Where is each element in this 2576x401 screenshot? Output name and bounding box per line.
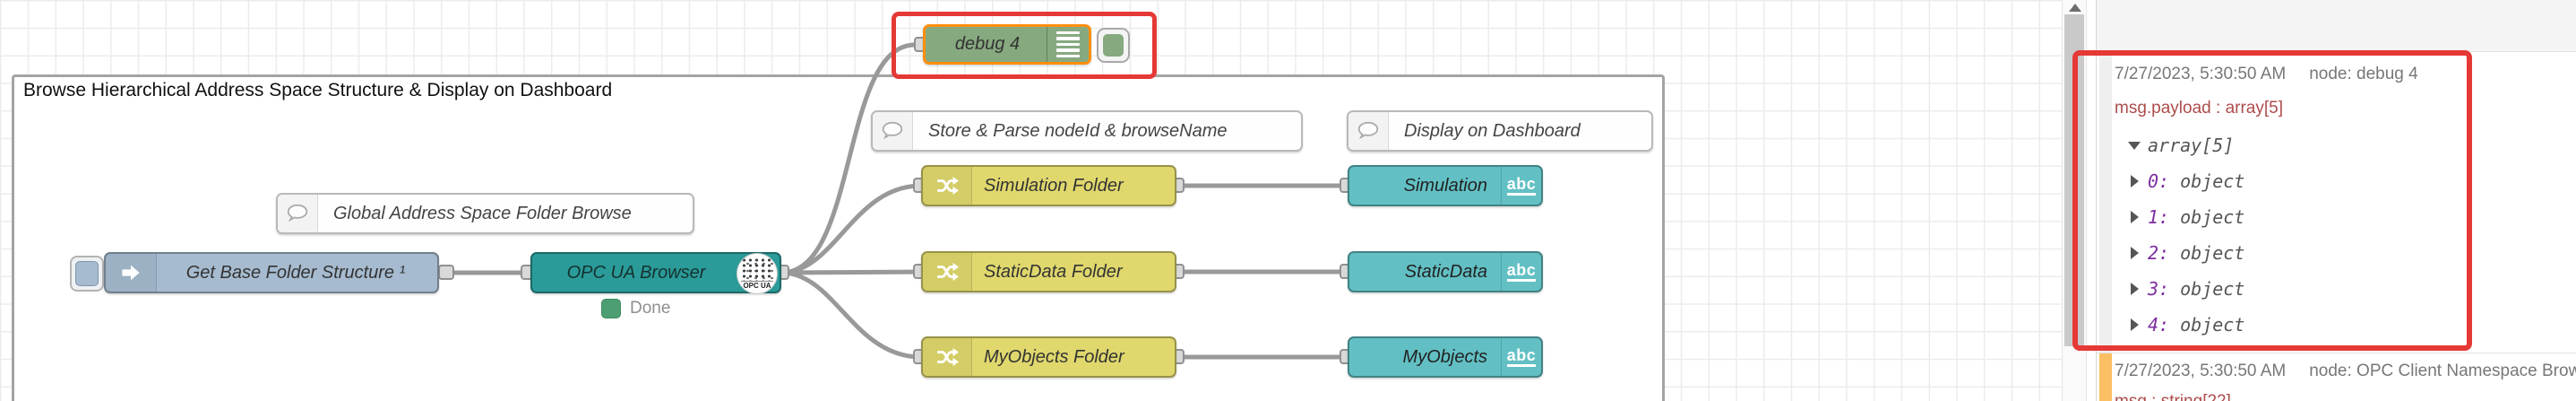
tree-key: 3: — [2148, 278, 2170, 300]
inject-button[interactable] — [70, 256, 104, 292]
debug-sidebar: 7/27/2023, 5:30:50 AM node: debug 4 msg.p… — [2087, 0, 2576, 401]
opc-ua-badge-icon: OPC UA — [737, 253, 778, 294]
node-label: StaticData — [1404, 261, 1487, 282]
wire-opcua-to-staticdata[interactable] — [779, 269, 924, 275]
status-text: Done — [630, 299, 671, 318]
tree-root-label: array[5] — [2148, 135, 2235, 156]
speech-bubble-icon — [278, 195, 318, 232]
message-source-node: node: debug 4 — [2309, 65, 2418, 83]
message-timestamp: 7/27/2023, 5:30:50 AM — [2115, 362, 2287, 380]
wire-opcua-to-myobjects[interactable] — [779, 270, 924, 360]
json-tree-item[interactable]: 4: object — [2131, 314, 2244, 336]
node-label: Simulation Folder — [984, 175, 1124, 196]
debug-enable-toggle[interactable] — [1097, 28, 1130, 63]
comment-label: Store & Parse nodeId & browseName — [928, 120, 1228, 141]
expand-triangle-icon[interactable] — [2131, 175, 2139, 187]
status-dot-icon — [601, 299, 621, 318]
group-title: Browse Hierarchical Address Space Struct… — [23, 80, 613, 100]
comment-node-store-parse[interactable]: Store & Parse nodeId & browseName — [871, 110, 1303, 152]
switch-node-simulation-folder[interactable]: Simulation Folder — [921, 165, 1176, 206]
message-property: msg.payload : array[5] — [2115, 99, 2283, 118]
speech-bubble-icon — [873, 112, 913, 150]
tree-value: object — [2180, 170, 2245, 192]
inject-button-pad — [75, 261, 99, 286]
node-label: OPC UA Browser — [566, 262, 706, 283]
debug-toggle-state — [1103, 34, 1124, 57]
annotation-rect-debug-message — [2072, 50, 2472, 351]
message-border — [2099, 52, 2112, 353]
debug-message-meta: 7/27/2023, 5:30:50 AM node: OPC Client Na… — [2115, 362, 2576, 381]
port-inject-out[interactable] — [438, 265, 454, 280]
comment-label: Global Address Space Folder Browse — [333, 203, 632, 223]
abc-icon: abc — [1501, 253, 1541, 291]
message-property: msg : string[22] — [2115, 392, 2231, 401]
comment-node-global-browse[interactable]: Global Address Space Folder Browse — [276, 193, 694, 234]
wire-opcua-to-debug[interactable] — [779, 42, 918, 275]
tree-key: 1: — [2148, 206, 2170, 228]
collapse-triangle-icon[interactable] — [2128, 141, 2141, 150]
json-tree-item[interactable]: 2: object — [2131, 242, 2244, 264]
node-label: debug 4 — [954, 34, 1021, 54]
expand-triangle-icon[interactable] — [2131, 211, 2139, 223]
ui-text-node-myobjects[interactable]: MyObjects abc — [1348, 336, 1543, 378]
flow-canvas[interactable]: Browse Hierarchical Address Space Struct… — [0, 0, 2062, 401]
message-timestamp: 7/27/2023, 5:30:50 AM — [2115, 65, 2287, 83]
opc-ua-pattern — [741, 257, 773, 281]
shuffle-icon — [923, 167, 972, 205]
inject-node-get-base-folder[interactable]: Get Base Folder Structure ¹ — [104, 252, 439, 293]
ui-text-node-simulation[interactable]: Simulation abc — [1348, 165, 1543, 206]
message-source-node: node: OPC Client Namespace Brow — [2309, 362, 2576, 380]
abc-icon: abc — [1501, 338, 1541, 376]
node-label: MyObjects — [1402, 346, 1487, 367]
debug-list-icon — [1047, 27, 1089, 62]
wire-opcua-to-simulation[interactable] — [779, 183, 924, 275]
tree-value: object — [2180, 314, 2245, 336]
expand-triangle-icon[interactable] — [2131, 318, 2139, 331]
json-tree-item[interactable]: 0: object — [2131, 170, 2244, 192]
scrollbar-up-arrow-icon[interactable] — [2069, 4, 2081, 12]
sidebar-header-area — [2097, 0, 2576, 52]
json-tree-item[interactable]: 3: object — [2131, 278, 2244, 300]
tree-key: 4: — [2148, 314, 2170, 336]
tree-value: object — [2180, 278, 2245, 300]
expand-triangle-icon[interactable] — [2131, 247, 2139, 259]
message-border-orange — [2099, 353, 2112, 401]
tree-value: object — [2180, 206, 2245, 228]
opcua-browser-node[interactable]: OPC UA Browser OPC UA — [530, 252, 781, 294]
json-tree-root[interactable]: array[5] — [2128, 135, 2234, 156]
abc-icon: abc — [1501, 167, 1541, 205]
comment-label: Display on Dashboard — [1404, 120, 1581, 141]
expand-triangle-icon[interactable] — [2131, 283, 2139, 295]
tree-key: 0: — [2148, 170, 2170, 192]
node-label: StaticData Folder — [984, 261, 1123, 282]
tree-key: 2: — [2148, 242, 2170, 264]
switch-node-staticdata-folder[interactable]: StaticData Folder — [921, 251, 1176, 292]
json-tree-item[interactable]: 1: object — [2131, 206, 2244, 228]
inject-arrow-icon — [106, 254, 157, 292]
sidebar-divider — [2096, 0, 2097, 401]
shuffle-icon — [923, 253, 972, 291]
node-label: Simulation — [1403, 175, 1487, 196]
node-status: Done — [601, 299, 670, 318]
debug-node[interactable]: debug 4 — [923, 24, 1091, 65]
speech-bubble-icon — [1348, 112, 1389, 150]
ui-text-node-staticdata[interactable]: StaticData abc — [1348, 251, 1543, 292]
comment-node-display-dashboard[interactable]: Display on Dashboard — [1347, 110, 1653, 152]
switch-node-myobjects-folder[interactable]: MyObjects Folder — [921, 336, 1176, 378]
node-label: Get Base Folder Structure ¹ — [185, 262, 406, 283]
opc-ua-badge-text: OPC UA — [741, 281, 773, 290]
tree-value: object — [2180, 242, 2245, 264]
shuffle-icon — [923, 338, 972, 376]
annotation-rect-debug-node — [892, 12, 1157, 79]
node-label: MyObjects Folder — [984, 346, 1124, 367]
debug-message-meta: 7/27/2023, 5:30:50 AM node: debug 4 — [2115, 65, 2418, 84]
